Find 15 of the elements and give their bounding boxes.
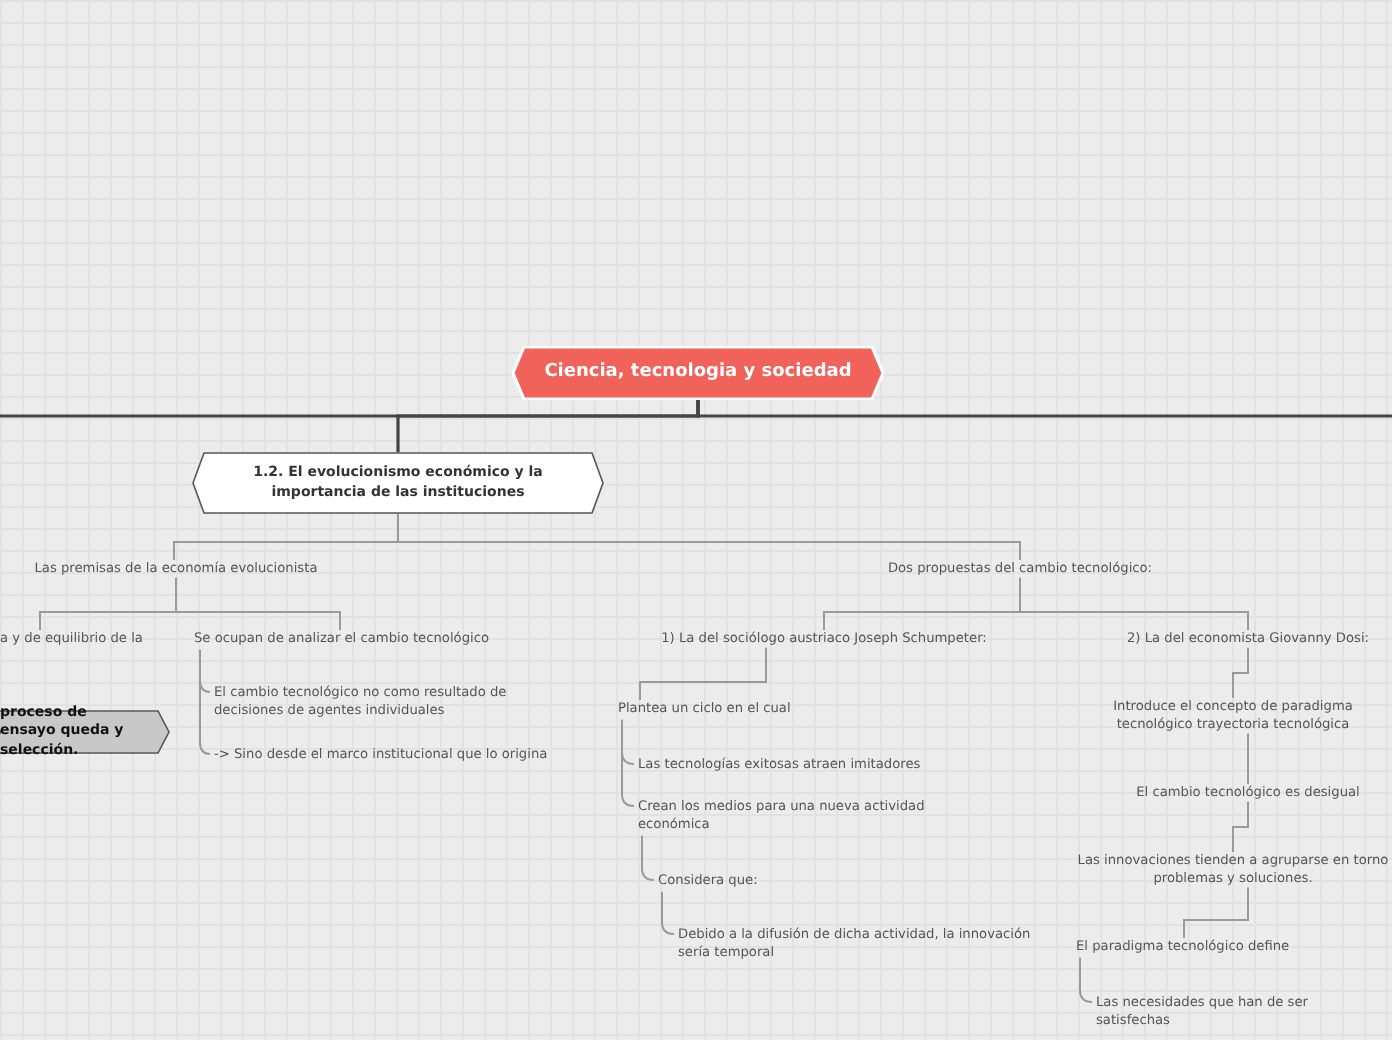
connector-line [696,400,1392,418]
connector-line [1232,800,1249,853]
connector-line [1232,646,1249,699]
connector-line [621,718,635,807]
connector-line [175,576,341,631]
connector-line [639,646,767,701]
connector-line [1079,956,1093,1003]
connector-line [199,648,211,755]
connector-line [1019,576,1249,631]
central-topic-title: Ciencia, tecnologia y sociedad [542,360,854,386]
connector-line [641,834,655,881]
connector-line [1183,886,1249,939]
central-topic [512,346,884,400]
connector-line [1247,732,1249,785]
connector-line [661,890,675,935]
